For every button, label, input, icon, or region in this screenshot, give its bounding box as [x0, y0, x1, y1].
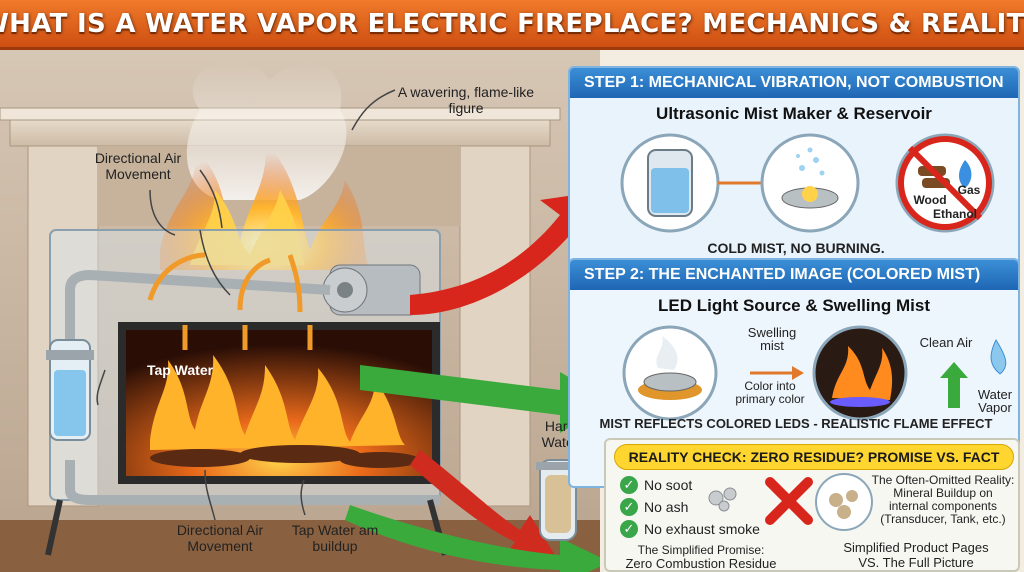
omitted-line4: (Transducer, Tank, etc.) [880, 512, 1006, 526]
check-label: No exhaust smoke [644, 521, 760, 537]
check-icon: ✓ [620, 476, 638, 494]
reality-check-panel: REALITY CHECK: ZERO RESIDUE? PROMISE VS.… [604, 438, 1020, 572]
mantle-left-pillar [27, 145, 99, 507]
pages-line1: Simplified Product Pages [843, 540, 989, 555]
water-vapor-drop [990, 338, 1007, 375]
page-title: WHAT IS A WATER VAPOR ELECTRIC FIREPLACE… [0, 8, 1024, 39]
arrow-to-reality [345, 505, 600, 572]
step2-caption: MIST REFLECTS COLORED LEDS - REALISTIC F… [599, 416, 993, 431]
clean-air-arrow [940, 362, 968, 408]
tap-water-label: Tap Water [146, 362, 214, 378]
check-label: No soot [644, 477, 693, 493]
step2-diagram [622, 325, 1007, 421]
mineral-buildup-icon [815, 473, 873, 531]
check-icon: ✓ [620, 498, 638, 516]
step1-subtitle: Ultrasonic Mist Maker & Reservoir [656, 104, 932, 123]
title-banner: WHAT IS A WATER VAPOR ELECTRIC FIREPLACE… [0, 0, 1024, 50]
supply-pipe [65, 269, 331, 340]
check-icon: ✓ [620, 520, 638, 538]
omitted-line1: The Often-Omitted Reality: [871, 473, 1015, 487]
pages-line2: VS. The Full Picture [858, 555, 974, 570]
reality-header: REALITY CHECK: ZERO RESIDUE? PROMISE VS.… [614, 444, 1014, 470]
step1-caption: COLD MIST, NO BURNING. [707, 240, 885, 256]
step2-subtitle: LED Light Source & Swelling Mist [657, 296, 931, 315]
flame-label: A wavering, flame-like figure [397, 84, 535, 116]
check-no-smoke: ✓ No exhaust smoke [620, 520, 760, 538]
air-flow-arrows [147, 252, 313, 350]
promise-line1: The Simplified Promise: [637, 543, 765, 557]
omitted-line3: internal components [888, 499, 998, 513]
swelling-label: Swelling mist [747, 325, 797, 353]
fan-motor [322, 264, 421, 316]
air-bottom-label: Directional Air Movement [176, 522, 264, 554]
reality-icons [708, 473, 873, 531]
step1-panel: STEP 1: MECHANICAL VIBRATION, NOT COMBUS… [568, 66, 1020, 286]
mist-plume [186, 61, 347, 200]
buildup-label: Tap Water am buildup [291, 522, 379, 554]
fuel-label-wood: Wood [913, 193, 947, 207]
check-label: No ash [644, 499, 689, 515]
arrow-to-hard-water [410, 450, 555, 555]
fuel-label-gas: Gas [957, 183, 981, 197]
left-leg [45, 499, 63, 556]
color-label: Color into primary color [735, 379, 805, 406]
fuel-label-ethanol: Ethanol [933, 207, 977, 221]
arrow-to-step2 [360, 365, 600, 433]
mist-maker-icon [760, 133, 860, 233]
air-top-label: Directional Air Movement [94, 150, 182, 182]
water-vapor-label: Water Vapor [977, 387, 1013, 415]
step1-header: STEP 1: MECHANICAL VIBRATION, NOT COMBUS… [570, 68, 1018, 98]
promise-line2: Zero Combustion Residue [625, 556, 777, 571]
infographic-scene: A wavering, flame-like figure Directiona… [0, 50, 1024, 572]
hard-water-tank [536, 459, 580, 541]
firebox-flames [150, 355, 405, 450]
check-no-soot: ✓ No soot [620, 476, 692, 494]
logs [150, 445, 420, 468]
check-no-ash: ✓ No ash [620, 498, 688, 516]
pointer-arrows [96, 89, 396, 521]
return-pipe [65, 460, 440, 505]
step1-diagram [620, 133, 995, 233]
fireplace-illustration [0, 50, 600, 572]
omitted-line2: Mineral Buildup on [893, 486, 993, 500]
water-tank [46, 339, 94, 441]
clean-air-label: Clean Air [919, 335, 973, 350]
cross-icon [765, 477, 813, 525]
clean-pebbles [708, 487, 737, 512]
step2-header: STEP 2: THE ENCHANTED IMAGE (COLORED MIS… [570, 260, 1018, 290]
mantle-right-pillar [459, 145, 531, 507]
